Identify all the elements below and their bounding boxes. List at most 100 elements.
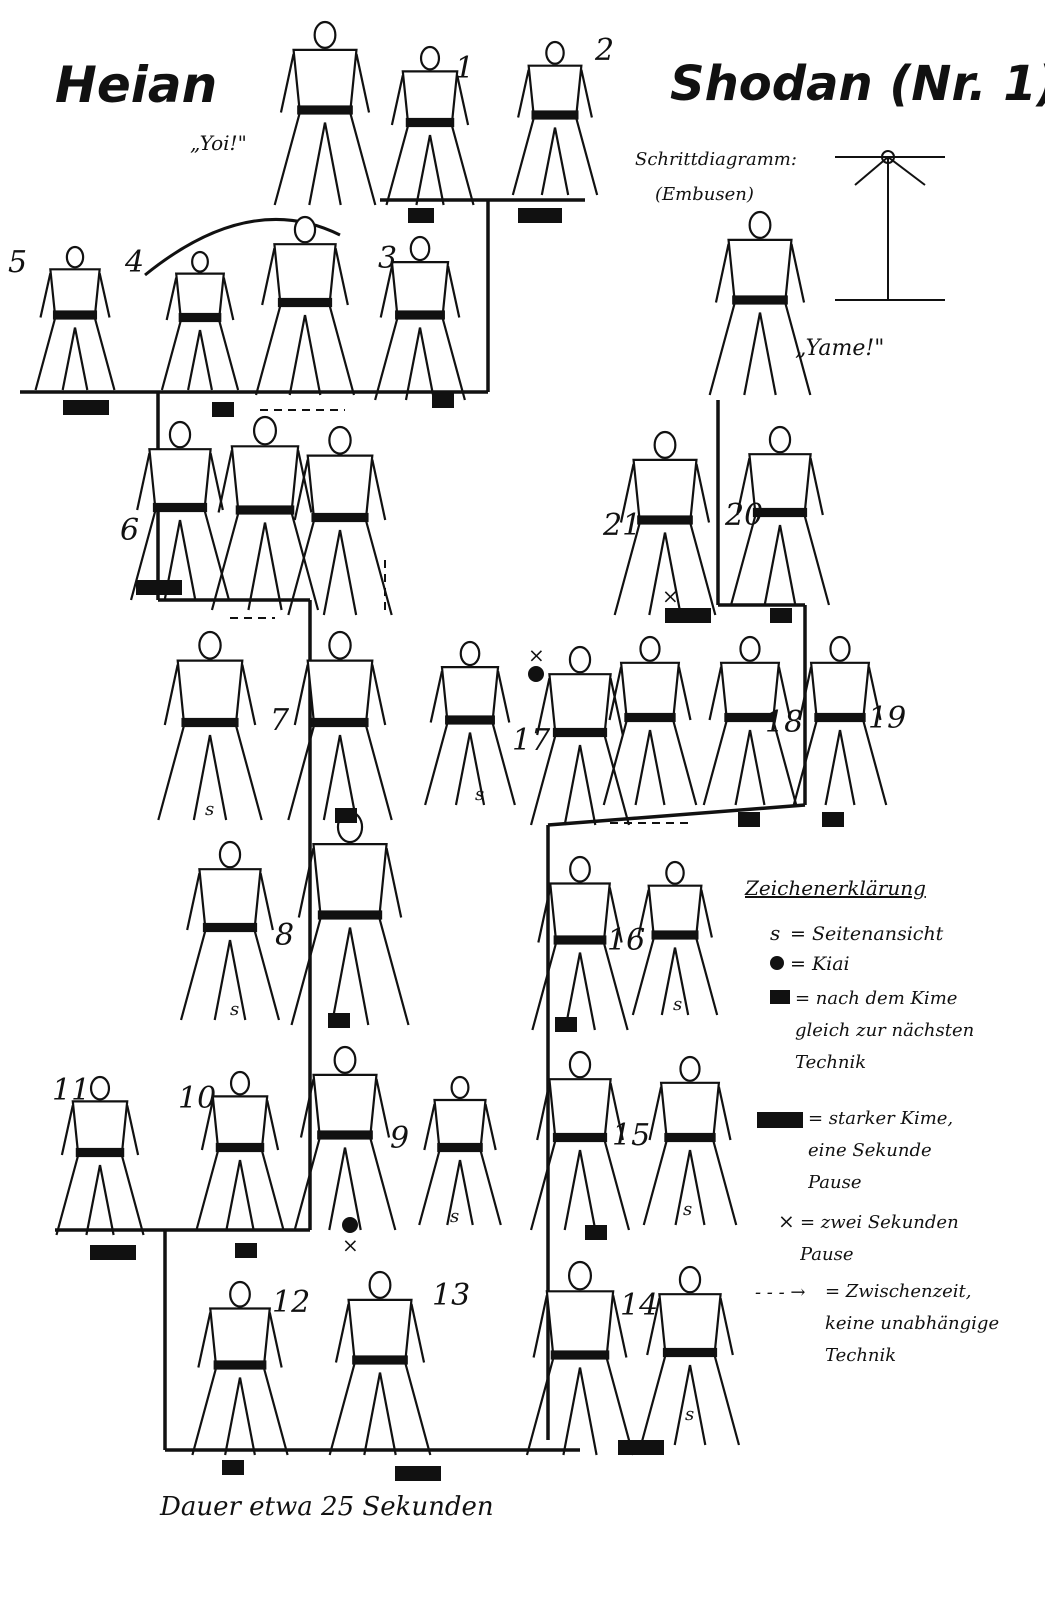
head	[65, 245, 85, 269]
long-kime-bar	[665, 608, 711, 623]
arm	[777, 666, 792, 721]
arm	[98, 273, 111, 318]
arm	[222, 277, 235, 321]
gi-jacket	[273, 243, 337, 307]
arm	[517, 69, 530, 118]
gi-jacket	[209, 1307, 271, 1369]
head	[639, 635, 661, 662]
gi-trousers	[511, 117, 599, 196]
arm	[809, 457, 824, 516]
arm	[798, 666, 813, 721]
black-belt	[550, 1350, 610, 1360]
gi-trousers	[55, 1154, 145, 1236]
head	[567, 1260, 593, 1291]
gi-jacket	[148, 448, 212, 512]
arm	[186, 872, 201, 931]
step-number-16: 16	[607, 923, 645, 958]
step-number-2: 2	[594, 33, 614, 68]
arm	[293, 459, 309, 521]
short-kime-bar	[212, 402, 234, 417]
arm	[371, 664, 387, 726]
legend-symbol-x: ×	[778, 1209, 795, 1233]
head	[459, 640, 481, 667]
gi-jacket	[347, 1298, 413, 1364]
karateka-figure	[290, 810, 410, 1026]
arm	[532, 1295, 548, 1358]
black-belt	[317, 910, 383, 920]
gi-trousers	[374, 317, 466, 401]
side-view-mark: s	[205, 799, 214, 820]
black-belt	[395, 310, 445, 320]
short-kime-bar	[738, 812, 760, 827]
side-view-mark: s	[230, 999, 239, 1020]
head	[568, 645, 592, 674]
karateka-figure	[631, 860, 719, 1016]
step-number-17: 17	[512, 723, 551, 758]
head	[678, 1265, 702, 1294]
head	[333, 1045, 357, 1074]
arm	[334, 1303, 350, 1363]
head	[665, 860, 685, 885]
step-number-3: 3	[378, 241, 397, 276]
head	[679, 1055, 701, 1082]
gi-trousers	[531, 942, 629, 1031]
arm	[136, 452, 151, 511]
pause-mark: ×	[662, 584, 679, 608]
long-kime-bar	[136, 580, 182, 595]
call-yoi: „Yoi!"	[190, 131, 247, 155]
karateka-figure	[642, 1055, 738, 1226]
head	[198, 630, 222, 660]
black-belt	[531, 110, 579, 120]
karateka-figure	[792, 635, 888, 806]
black-belt	[664, 1132, 716, 1143]
arm	[379, 265, 394, 318]
arm	[580, 69, 593, 118]
gi-jacket	[49, 268, 101, 319]
arm	[637, 889, 650, 938]
step-number-6: 6	[120, 513, 139, 548]
gi-trousers	[328, 1362, 432, 1456]
head	[252, 415, 278, 446]
gi-jacket	[659, 1081, 721, 1142]
karateka-figure	[160, 250, 240, 391]
legend-text-dash-arrow: = Zwischenzeit, keine unabhängige Techni…	[825, 1281, 1000, 1366]
head	[368, 1270, 392, 1299]
long-bar-icon	[757, 1112, 803, 1128]
arm	[293, 664, 309, 726]
gi-jacket	[658, 1293, 722, 1357]
arm	[677, 666, 692, 721]
gi-trousers	[602, 719, 698, 806]
short-kime-bar	[770, 608, 792, 623]
gi-jacket	[292, 48, 358, 114]
arm	[609, 1082, 624, 1141]
path-line	[547, 803, 806, 827]
gi-trousers	[290, 917, 410, 1026]
head	[168, 420, 192, 449]
legend-text-short-bar: = nach dem Kime gleich zur nächsten Tech…	[795, 988, 975, 1073]
side-view-mark: s	[450, 1206, 459, 1227]
gi-jacket	[548, 673, 612, 737]
gi-jacket	[312, 843, 388, 919]
gi-trousers	[702, 719, 798, 806]
arm	[297, 450, 313, 513]
gi-trousers	[293, 1137, 397, 1231]
karateka-figure	[287, 425, 393, 616]
step-number-9: 9	[390, 1121, 409, 1156]
arm	[609, 677, 624, 736]
head	[328, 630, 352, 660]
gi-trousers	[529, 1139, 631, 1231]
karateka-figure	[511, 40, 599, 196]
arm	[714, 243, 730, 303]
karateka-figure	[529, 645, 631, 826]
long-kime-bar	[63, 400, 109, 415]
gi-trousers	[529, 734, 631, 826]
black-belt	[437, 1142, 483, 1153]
gi-trousers	[639, 1354, 741, 1446]
step-number-15: 15	[612, 1118, 650, 1153]
black-belt	[52, 310, 98, 320]
black-belt	[215, 1142, 265, 1153]
black-belt	[662, 1347, 718, 1358]
head	[545, 40, 565, 65]
arm	[200, 1100, 214, 1151]
